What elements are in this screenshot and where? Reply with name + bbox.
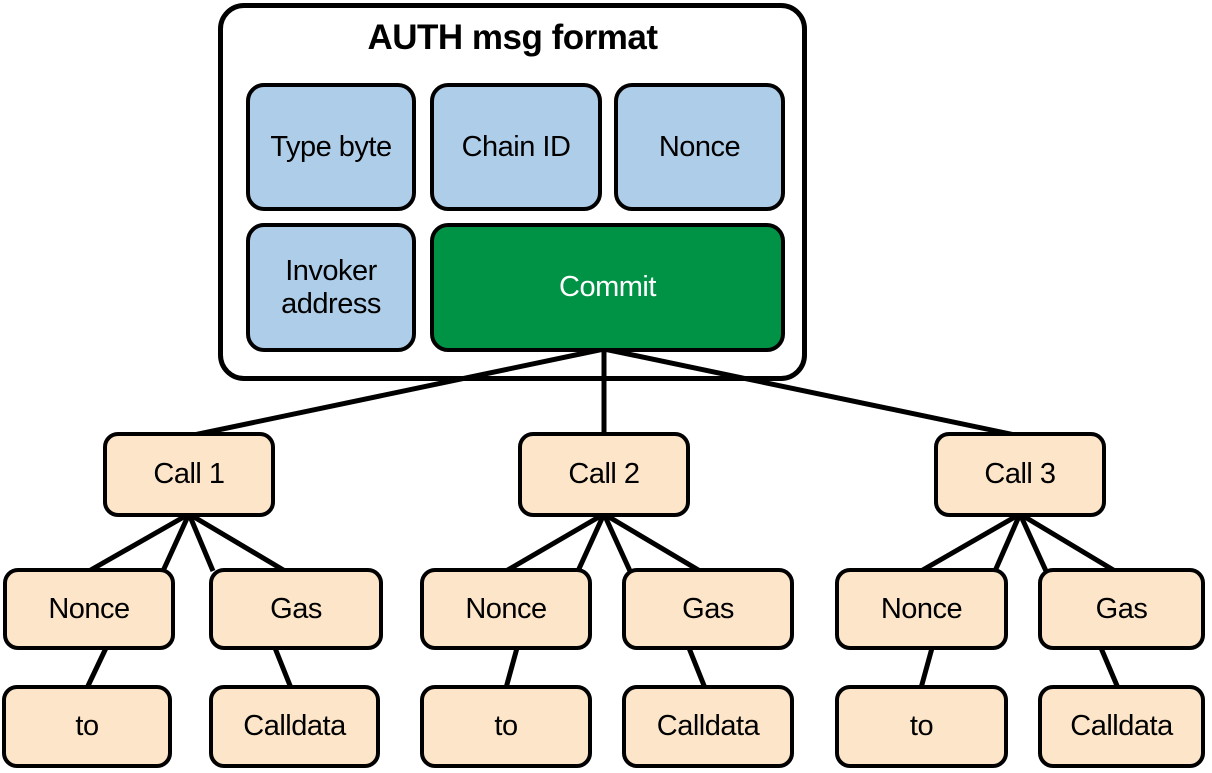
call2-calldata-box: Calldata bbox=[622, 685, 794, 768]
call3-calldata-box: Calldata bbox=[1038, 685, 1205, 768]
edge-call1-calldata bbox=[186, 513, 216, 572]
edge-call3-to bbox=[992, 512, 1023, 573]
edge-call2-gas bbox=[602, 511, 702, 574]
field-chain-id: Chain ID bbox=[430, 83, 602, 211]
edge-gas3-calldata bbox=[1098, 647, 1121, 689]
edge-call2-to bbox=[575, 512, 607, 573]
call3-to-box: to bbox=[835, 685, 1008, 768]
auth-msg-title: AUTH msg format bbox=[367, 18, 658, 57]
call1-to-box: to bbox=[2, 685, 172, 768]
edge-call1-gas bbox=[187, 511, 287, 574]
call2-box: Call 2 bbox=[518, 432, 690, 517]
edge-nonce1-to bbox=[84, 646, 109, 690]
field-invoker-address: Invoker address bbox=[246, 223, 416, 352]
edge-commit-call3 bbox=[603, 346, 1021, 439]
call3-box: Call 3 bbox=[934, 432, 1106, 517]
call3-nonce-box: Nonce bbox=[835, 568, 1008, 650]
edge-gas2-calldata bbox=[686, 647, 708, 689]
call1-gas-box: Gas bbox=[209, 568, 383, 650]
call3-gas-box: Gas bbox=[1038, 568, 1205, 650]
edge-call2-calldata bbox=[601, 512, 633, 573]
edge-call1-nonce bbox=[87, 511, 191, 574]
edge-commit-call1 bbox=[188, 346, 605, 439]
edge-call1-to bbox=[160, 512, 192, 573]
call1-nonce-box: Nonce bbox=[3, 568, 175, 650]
edge-nonce3-to bbox=[918, 647, 935, 689]
edge-call2-nonce bbox=[504, 511, 606, 574]
edge-nonce2-to bbox=[503, 647, 520, 689]
call2-nonce-box: Nonce bbox=[420, 568, 592, 650]
call1-calldata-box: Calldata bbox=[209, 685, 380, 768]
field-commit: Commit bbox=[430, 223, 785, 352]
edge-call3-nonce bbox=[919, 511, 1022, 574]
field-nonce: Nonce bbox=[614, 83, 785, 211]
field-type-byte: Type byte bbox=[246, 83, 416, 211]
edge-call3-calldata bbox=[1017, 512, 1049, 573]
call2-gas-box: Gas bbox=[622, 568, 794, 650]
call1-box: Call 1 bbox=[103, 432, 275, 517]
edge-call3-gas bbox=[1018, 511, 1117, 574]
call2-to-box: to bbox=[420, 685, 592, 768]
edge-gas1-calldata bbox=[272, 647, 294, 689]
